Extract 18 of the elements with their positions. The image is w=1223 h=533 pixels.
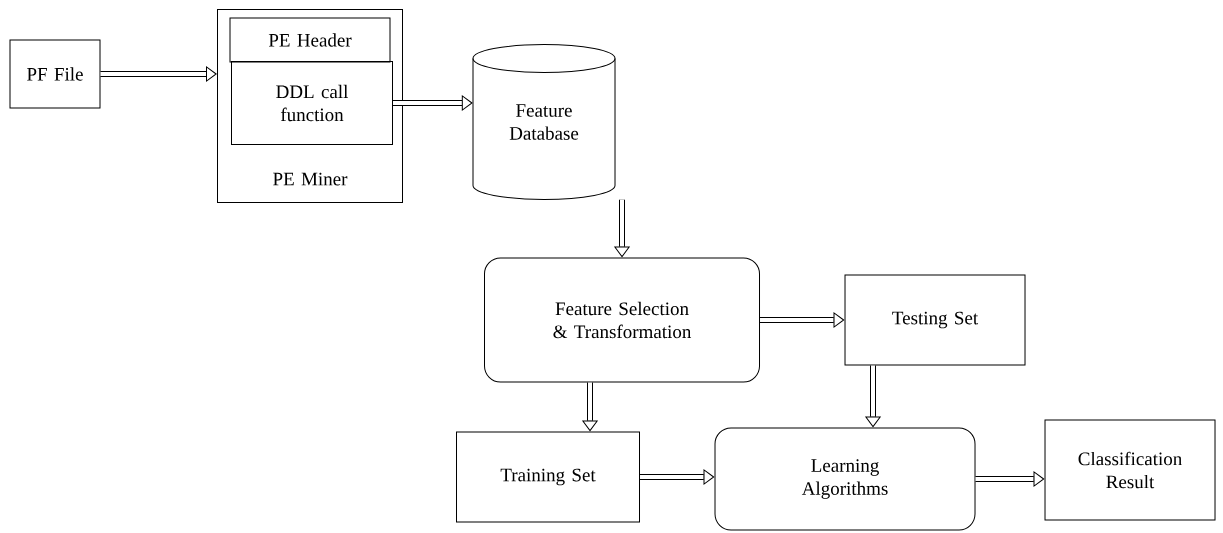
arrow [582,382,598,432]
arrow [760,312,845,328]
arrow [100,66,217,82]
process-box: Testing Set [844,274,1026,366]
process-box: Feature Selection & Transformation [484,257,760,383]
arrow [975,471,1045,487]
process-box: DDL call function [231,61,393,145]
arrow [614,199,630,258]
process-box: PE Header [229,17,391,63]
process-box: PF File [9,39,101,109]
database-cylinder: Feature Database [472,44,616,200]
arrow [865,365,881,428]
process-box: Classification Result [1044,419,1216,521]
process-box: Learning Algorithms [714,427,976,531]
arrow [640,469,715,485]
process-box: Training Set [456,431,640,523]
arrow [393,95,473,111]
node-label: Feature Database [509,104,579,140]
